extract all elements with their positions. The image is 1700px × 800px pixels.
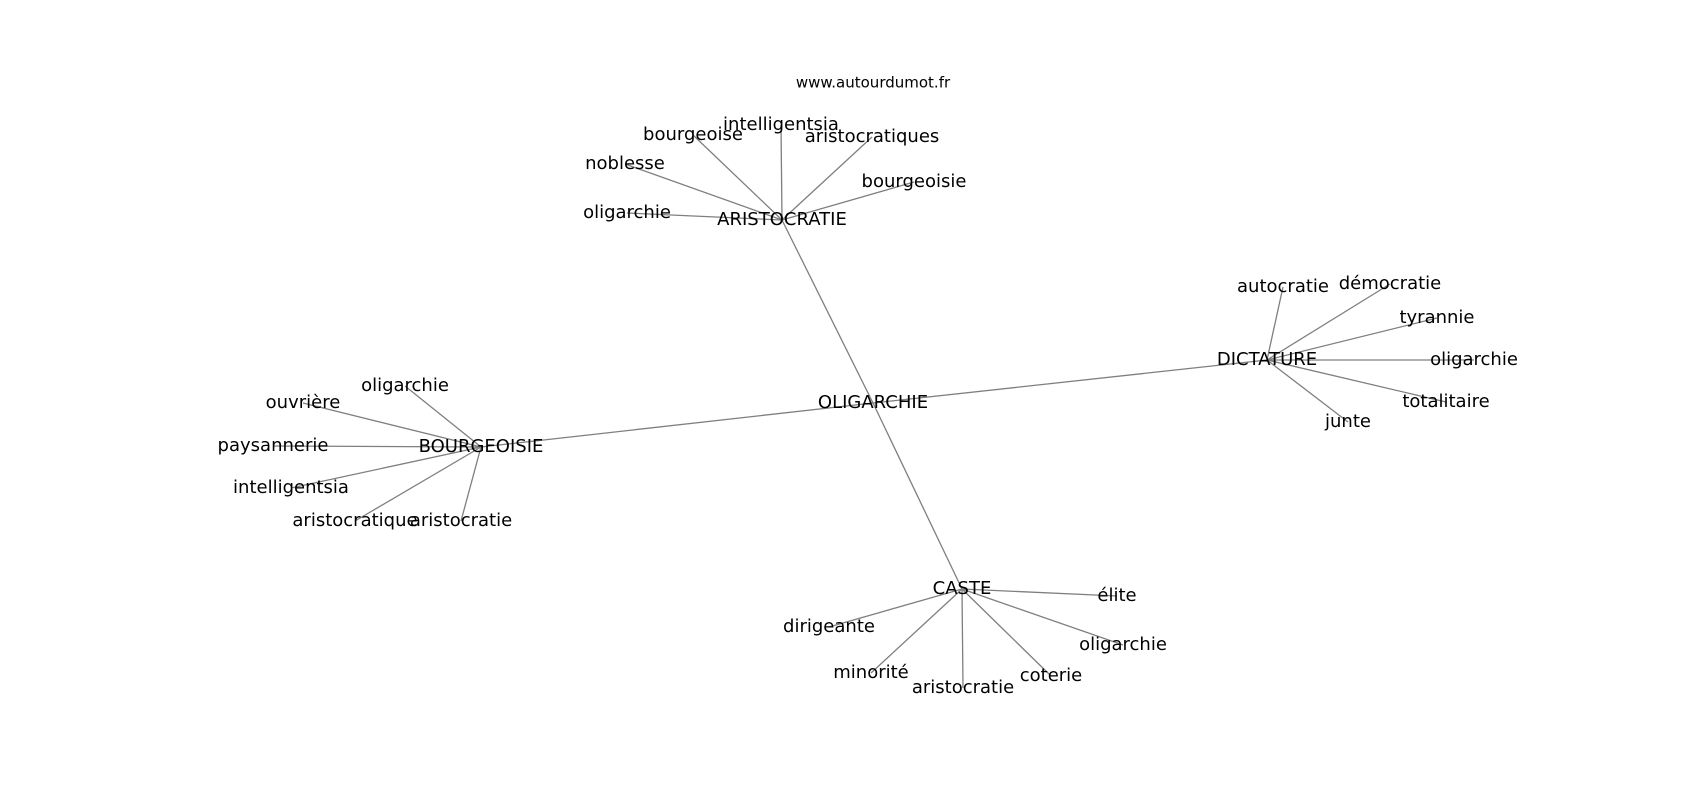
labels-layer: www.autourdumot.fr OLIGARCHIE intelligen… [218, 74, 1518, 699]
leaf-node-label: minorité [833, 662, 909, 683]
leaf-node-label: oligarchie [1079, 634, 1167, 655]
edge-caste-leaf [961, 588, 964, 689]
edge-center-aristocratie [781, 219, 874, 404]
edge-dictature-leaf [1266, 359, 1349, 423]
leaf-node-label: autocratie [1237, 276, 1329, 297]
edge-aristocratie-leaf [781, 136, 873, 221]
edge-caste-leaf [961, 588, 1118, 597]
edge-bourgeoisie-leaf [404, 385, 482, 448]
leaf-node-label: tyrannie [1399, 307, 1474, 328]
center-node-label: OLIGARCHIE [818, 392, 928, 413]
edge-bourgeoisie-leaf [302, 402, 482, 448]
leaf-node-label: ouvrière [266, 392, 341, 413]
hub-node-caste: CASTE [933, 578, 992, 599]
leaf-node-label: noblesse [585, 153, 665, 174]
edge-aristocratie-leaf [692, 134, 783, 221]
edge-aristocratie-leaf [624, 163, 783, 221]
leaf-node-label: dirigeante [783, 616, 875, 637]
edge-bourgeoisie-leaf [272, 445, 482, 448]
leaf-node-label: bourgeoise [643, 124, 743, 145]
edge-center-dictature [872, 359, 1268, 404]
edge-dictature-leaf [1266, 283, 1391, 361]
leaf-node-label: bourgeoisie [862, 171, 967, 192]
leaf-node-label: aristocratie [410, 510, 512, 531]
leaf-node-label: coterie [1020, 665, 1083, 686]
edge-center-bourgeoisie [480, 402, 874, 448]
edge-caste-leaf [961, 588, 1124, 646]
edge-bourgeoisie-leaf [290, 446, 482, 489]
edge-bourgeoisie-leaf [354, 446, 482, 522]
leaf-node-label: aristocratique [292, 510, 417, 531]
edge-aristocratie-leaf [781, 181, 915, 221]
edge-caste-leaf [961, 588, 1052, 677]
leaf-node-label: élite [1097, 585, 1136, 606]
edge-dictature-leaf [1266, 286, 1284, 361]
leaf-node-label: oligarchie [583, 202, 671, 223]
leaf-node-label: aristocratiques [805, 126, 940, 147]
edge-dictature-leaf [1266, 317, 1438, 361]
edge-bourgeoisie-leaf [460, 446, 482, 522]
hub-node-aristocratie: ARISTOCRATIE [717, 209, 847, 230]
edge-aristocratie-leaf [780, 124, 783, 221]
edge-caste-leaf [828, 588, 963, 628]
leaf-node-label: oligarchie [361, 375, 449, 396]
hub-node-bourgeoisie: BOURGEOISIE [419, 436, 544, 457]
edge-caste-leaf [870, 588, 963, 674]
leaf-node-label: totalitaire [1402, 391, 1489, 412]
leaf-node-label: intelligentsia [723, 114, 839, 135]
edges-layer [272, 124, 1474, 689]
leaf-node-label: junte [1324, 411, 1371, 432]
hub-node-dictature: DICTATURE [1217, 349, 1317, 370]
leaf-node-label: intelligentsia [233, 477, 349, 498]
leaf-node-label: oligarchie [1430, 349, 1518, 370]
leaf-node-label: aristocratie [912, 677, 1014, 698]
source-url-label: www.autourdumot.fr [796, 74, 951, 92]
edge-center-caste [872, 402, 963, 590]
leaf-node-label: démocratie [1339, 273, 1442, 294]
edge-aristocratie-leaf [626, 212, 783, 221]
edge-dictature-leaf [1266, 359, 1447, 403]
leaf-node-label: paysannerie [218, 435, 329, 456]
